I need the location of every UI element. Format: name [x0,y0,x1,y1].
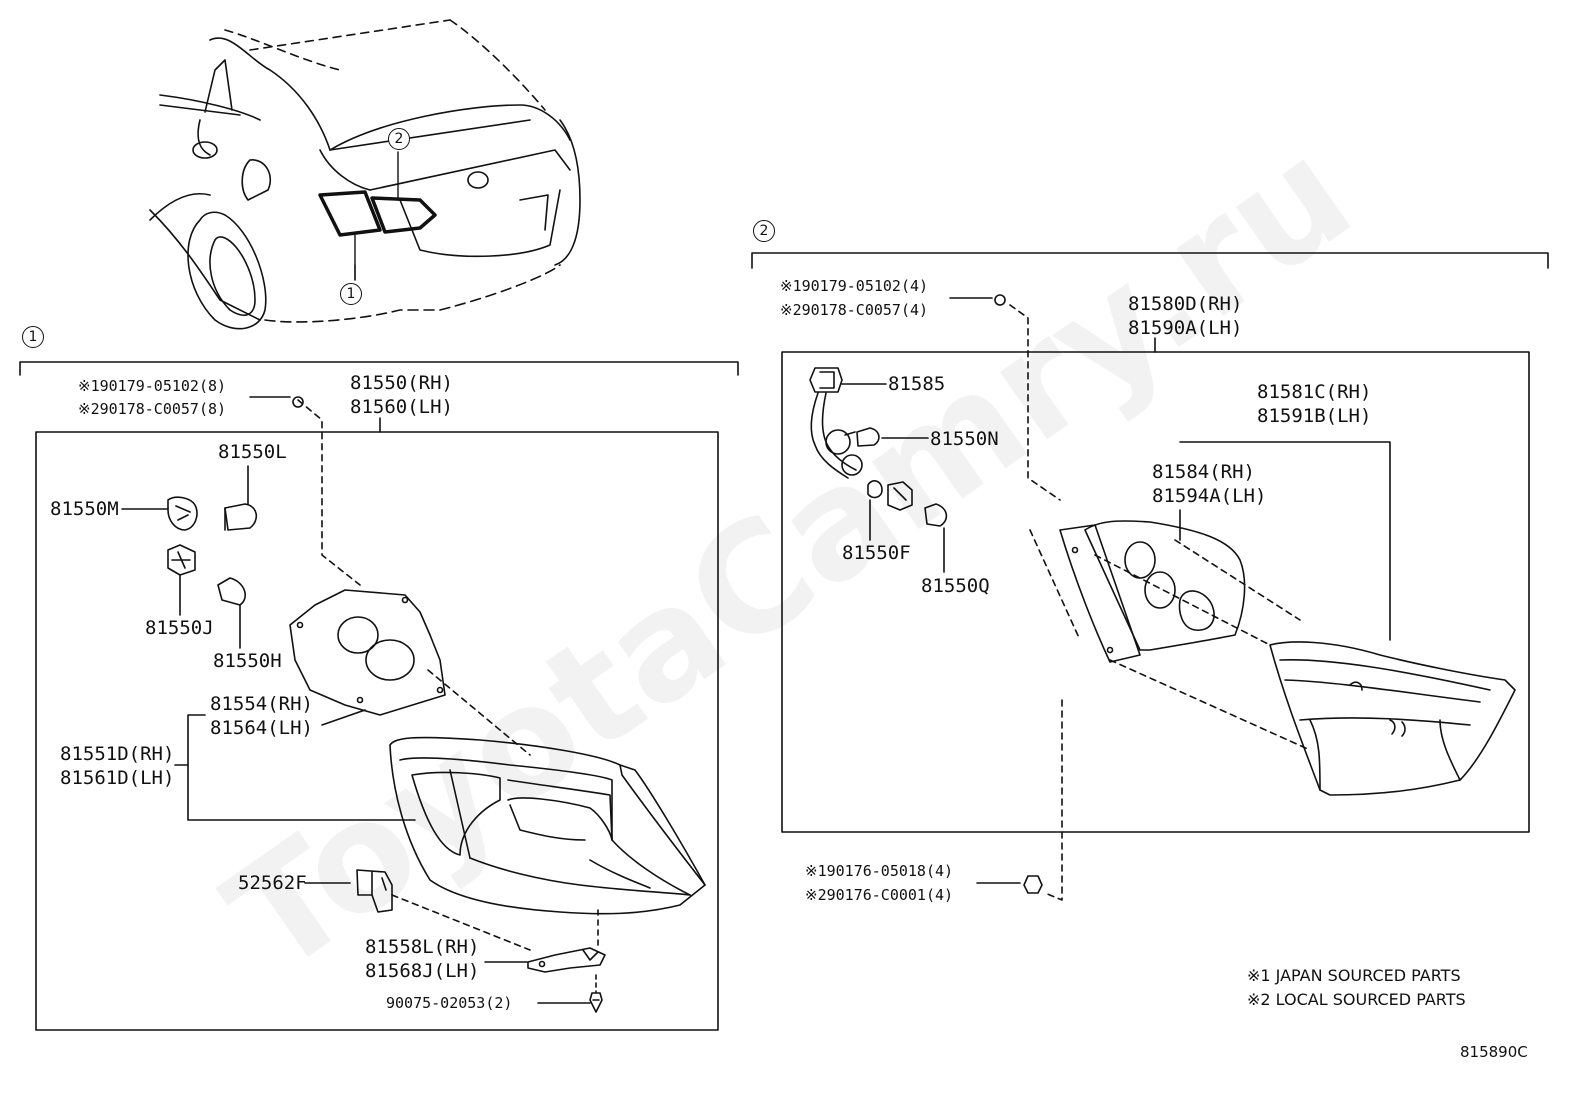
group2-socket-f-label: 81550F [842,542,911,564]
group2-lines [751,252,1549,901]
group2-bulb-q-label: 81550Q [921,575,990,597]
group1-screw-label: 90075-02053(2) [386,994,513,1012]
group2-lens-lh-label: 81591B(LH) [1257,405,1372,427]
callout-1-group: 1 [22,326,44,348]
group2-assy-rh-label: 81580D(RH) [1128,293,1243,315]
note-local-sourced: ※2 LOCAL SOURCED PARTS [1247,990,1466,1009]
note-japan-sourced: ※1 JAPAN SOURCED PARTS [1247,966,1461,985]
group2-gasket-rh-label: 81584(RH) [1152,461,1255,483]
group1-lens-lh-label: 81561D(LH) [60,767,175,789]
group2-clip-local-label: ※290178-C0057(4) [780,301,929,319]
group1-assy-lh-label: 81560(LH) [350,396,453,418]
callout-2-group: 2 [753,220,775,242]
group1-clip-local-label: ※290178-C0057(8) [78,400,227,418]
callout-1-overview: 1 [340,283,362,305]
group1-lens-rh-label: 81551D(RH) [60,743,175,765]
group1-bracket-lh-label: 81568J(LH) [365,960,480,982]
group1-socket-m-label: 81550M [50,498,119,520]
group1-bulb-l-label: 81550L [218,441,287,463]
group2-nut-local-label: ※290176-C0001(4) [805,886,954,904]
group2-gasket-lh-label: 81594A(LH) [1152,485,1267,507]
group2-socket-wire-label: 81585 [888,373,946,395]
group1-retainer-label: 52562F [238,872,307,894]
group2-lens-rh-label: 81581C(RH) [1257,381,1372,403]
group1-gasket-lh-label: 81564(LH) [210,717,313,739]
group2-bulb-n-label: 81550N [930,428,999,450]
group1-socket-j-label: 81550J [145,617,214,639]
diagram-code: 815890C [1460,1043,1528,1061]
group2-clip-jp-label: ※190179-05102(4) [780,277,929,295]
callout-2-overview: 2 [388,128,410,150]
group1-bulb-h-label: 81550H [213,650,282,672]
group1-bracket-rh-label: 81558L(RH) [365,936,480,958]
group1-assy-rh-label: 81550(RH) [350,372,453,394]
group2-assy-lh-label: 81590A(LH) [1128,317,1243,339]
group1-clip-jp-label: ※190179-05102(8) [78,377,227,395]
car-rear-illustration [149,19,581,330]
group2-nut-jp-label: ※190176-05018(4) [805,862,954,880]
group1-gasket-rh-label: 81554(RH) [210,693,313,715]
group1-lines [19,361,739,1031]
